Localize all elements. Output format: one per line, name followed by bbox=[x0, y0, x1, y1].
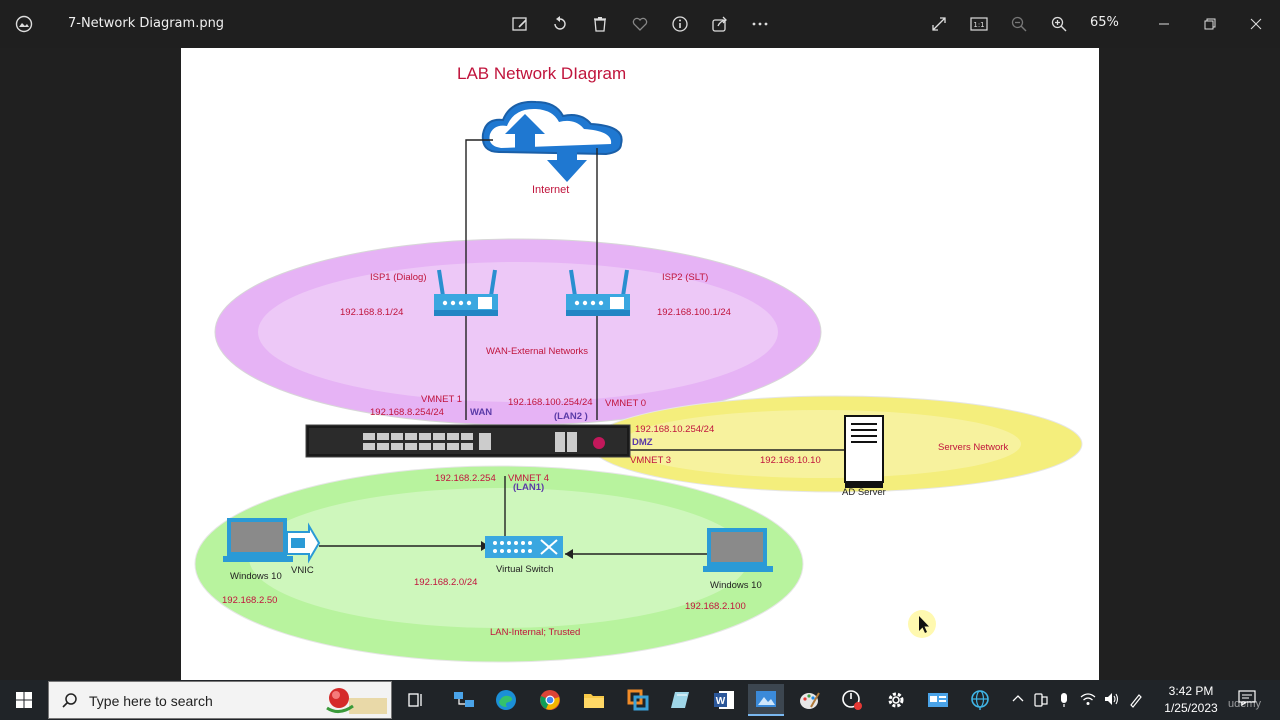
network-app-icon[interactable] bbox=[446, 684, 482, 716]
fullscreen-icon[interactable] bbox=[927, 12, 951, 36]
vmnet3-label: VMNET 3 bbox=[630, 455, 672, 466]
zoom-level[interactable]: 65% bbox=[1090, 15, 1119, 30]
vmnet1-label: VMNET 1 bbox=[421, 394, 463, 405]
globe-network-icon[interactable] bbox=[962, 684, 998, 716]
dmz-ip-label: 192.168.10.254/24 bbox=[635, 424, 715, 435]
edit-image-icon[interactable] bbox=[508, 12, 532, 36]
windows-start-icon[interactable] bbox=[0, 680, 48, 720]
network-diagram-image: LAB Network DIagram Internet ISP1 (Dialo… bbox=[181, 48, 1099, 680]
more-options-icon[interactable] bbox=[748, 12, 772, 36]
diagram-title: LAB Network DIagram bbox=[457, 64, 627, 83]
control-panel-icon[interactable] bbox=[920, 684, 956, 716]
close-icon[interactable] bbox=[1244, 12, 1268, 36]
svg-text:1:1: 1:1 bbox=[973, 21, 984, 29]
lan-gateway-label: 192.168.2.254 bbox=[435, 473, 496, 484]
isp1-ip-label: 192.168.8.1/24 bbox=[340, 307, 404, 318]
photos-taskbar-icon[interactable] bbox=[748, 684, 784, 716]
lan2-label: (LAN2 ) bbox=[554, 411, 588, 422]
search-highlight-icon bbox=[319, 684, 387, 716]
restore-icon[interactable] bbox=[1198, 12, 1222, 36]
windows-left-ip-label: 192.168.2.50 bbox=[222, 595, 278, 606]
screen-recorder-icon[interactable] bbox=[834, 684, 870, 716]
search-icon bbox=[62, 693, 77, 708]
virtual-switch-icon bbox=[485, 536, 563, 558]
share-icon[interactable] bbox=[708, 12, 732, 36]
router-isp1-icon bbox=[434, 269, 498, 316]
window-title: 7-Network Diagram.png bbox=[68, 16, 225, 31]
lan1-label: (LAN1) bbox=[513, 482, 545, 493]
firewall-appliance-icon bbox=[305, 424, 631, 458]
taskbar: Type here to search W bbox=[0, 680, 1280, 720]
search-placeholder: Type here to search bbox=[89, 693, 213, 709]
delete-icon[interactable] bbox=[588, 12, 612, 36]
server-ip-label: 192.168.10.10 bbox=[760, 455, 821, 466]
microphone-icon[interactable] bbox=[1058, 692, 1070, 712]
title-bar: 7-Network Diagram.png 1:1 65% bbox=[0, 0, 1280, 48]
taskbar-clock[interactable]: 3:42 PM 1/25/2023 bbox=[1160, 683, 1222, 717]
clock-date: 1/25/2023 bbox=[1164, 701, 1218, 715]
lan-zone-label: LAN-Internal; Trusted bbox=[490, 627, 581, 638]
wan-label: WAN bbox=[470, 407, 493, 418]
zoom-in-icon[interactable] bbox=[1047, 12, 1071, 36]
ad-server-label: AD Server bbox=[842, 487, 886, 498]
actual-size-icon[interactable]: 1:1 bbox=[967, 12, 991, 36]
isp1-label: ISP1 (Dialog) bbox=[370, 272, 427, 283]
windows-left-label: Windows 10 bbox=[230, 571, 282, 582]
lan-subnet-label: 192.168.2.0/24 bbox=[414, 577, 478, 588]
servers-network-label: Servers Network bbox=[938, 442, 1009, 453]
vmnet0-label: VMNET 0 bbox=[605, 398, 647, 409]
edge-browser-icon[interactable] bbox=[488, 684, 524, 716]
pen-icon[interactable] bbox=[1128, 692, 1144, 712]
internet-label: Internet bbox=[532, 184, 570, 196]
task-view-icon[interactable] bbox=[398, 684, 434, 716]
clock-time: 3:42 PM bbox=[1168, 684, 1214, 698]
internet-cloud-icon bbox=[481, 100, 623, 182]
ad-server-icon bbox=[844, 415, 884, 488]
rotate-icon[interactable] bbox=[548, 12, 572, 36]
svg-text:W: W bbox=[716, 696, 726, 707]
isp2-ip-label: 192.168.100.1/24 bbox=[657, 307, 731, 318]
vnic-icon bbox=[286, 522, 321, 564]
virtual-switch-label: Virtual Switch bbox=[496, 564, 554, 575]
taskbar-search-box[interactable]: Type here to search bbox=[48, 681, 392, 719]
file-explorer-icon[interactable] bbox=[576, 684, 612, 716]
word-icon[interactable]: W bbox=[706, 684, 742, 716]
vnic-label: VNIC bbox=[291, 565, 314, 576]
image-viewer-canvas[interactable]: LAB Network DIagram Internet ISP1 (Dialo… bbox=[0, 48, 1280, 680]
watermark: udemy bbox=[1228, 698, 1262, 710]
chrome-browser-icon[interactable] bbox=[532, 684, 568, 716]
paint-icon[interactable] bbox=[792, 684, 828, 716]
notifications-icon[interactable] bbox=[1238, 690, 1256, 710]
mouse-cursor-icon bbox=[908, 610, 936, 638]
info-icon[interactable] bbox=[668, 12, 692, 36]
isp2-label: ISP2 (SLT) bbox=[662, 272, 709, 283]
show-hidden-icons-chevron-icon[interactable] bbox=[1011, 692, 1025, 710]
settings-gear-icon[interactable] bbox=[878, 684, 914, 716]
wan-ip1-label: 192.168.8.254/24 bbox=[370, 407, 444, 418]
favorite-heart-icon[interactable] bbox=[628, 12, 652, 36]
wan-zone-label: WAN-External Networks bbox=[486, 346, 589, 357]
router-isp2-icon bbox=[566, 269, 630, 316]
wan-ip2-label: 192.168.100.254/24 bbox=[508, 397, 593, 408]
vmware-icon[interactable] bbox=[620, 684, 656, 716]
minimize-icon[interactable] bbox=[1152, 12, 1176, 36]
phone-link-icon[interactable] bbox=[1034, 692, 1048, 712]
windows-right-label: Windows 10 bbox=[710, 580, 762, 591]
volume-icon[interactable] bbox=[1104, 692, 1120, 710]
laptop-right-icon bbox=[703, 528, 773, 572]
zoom-out-icon[interactable] bbox=[1007, 12, 1031, 36]
dmz-label: DMZ bbox=[632, 437, 653, 448]
wifi-icon[interactable] bbox=[1080, 692, 1096, 710]
laptop-left-icon bbox=[223, 518, 293, 562]
photos-app-icon bbox=[12, 12, 36, 36]
windows-right-ip-label: 192.168.2.100 bbox=[685, 601, 746, 612]
vmnet4-label: VMNET 4 bbox=[508, 473, 550, 484]
notes-app-icon[interactable] bbox=[664, 684, 700, 716]
